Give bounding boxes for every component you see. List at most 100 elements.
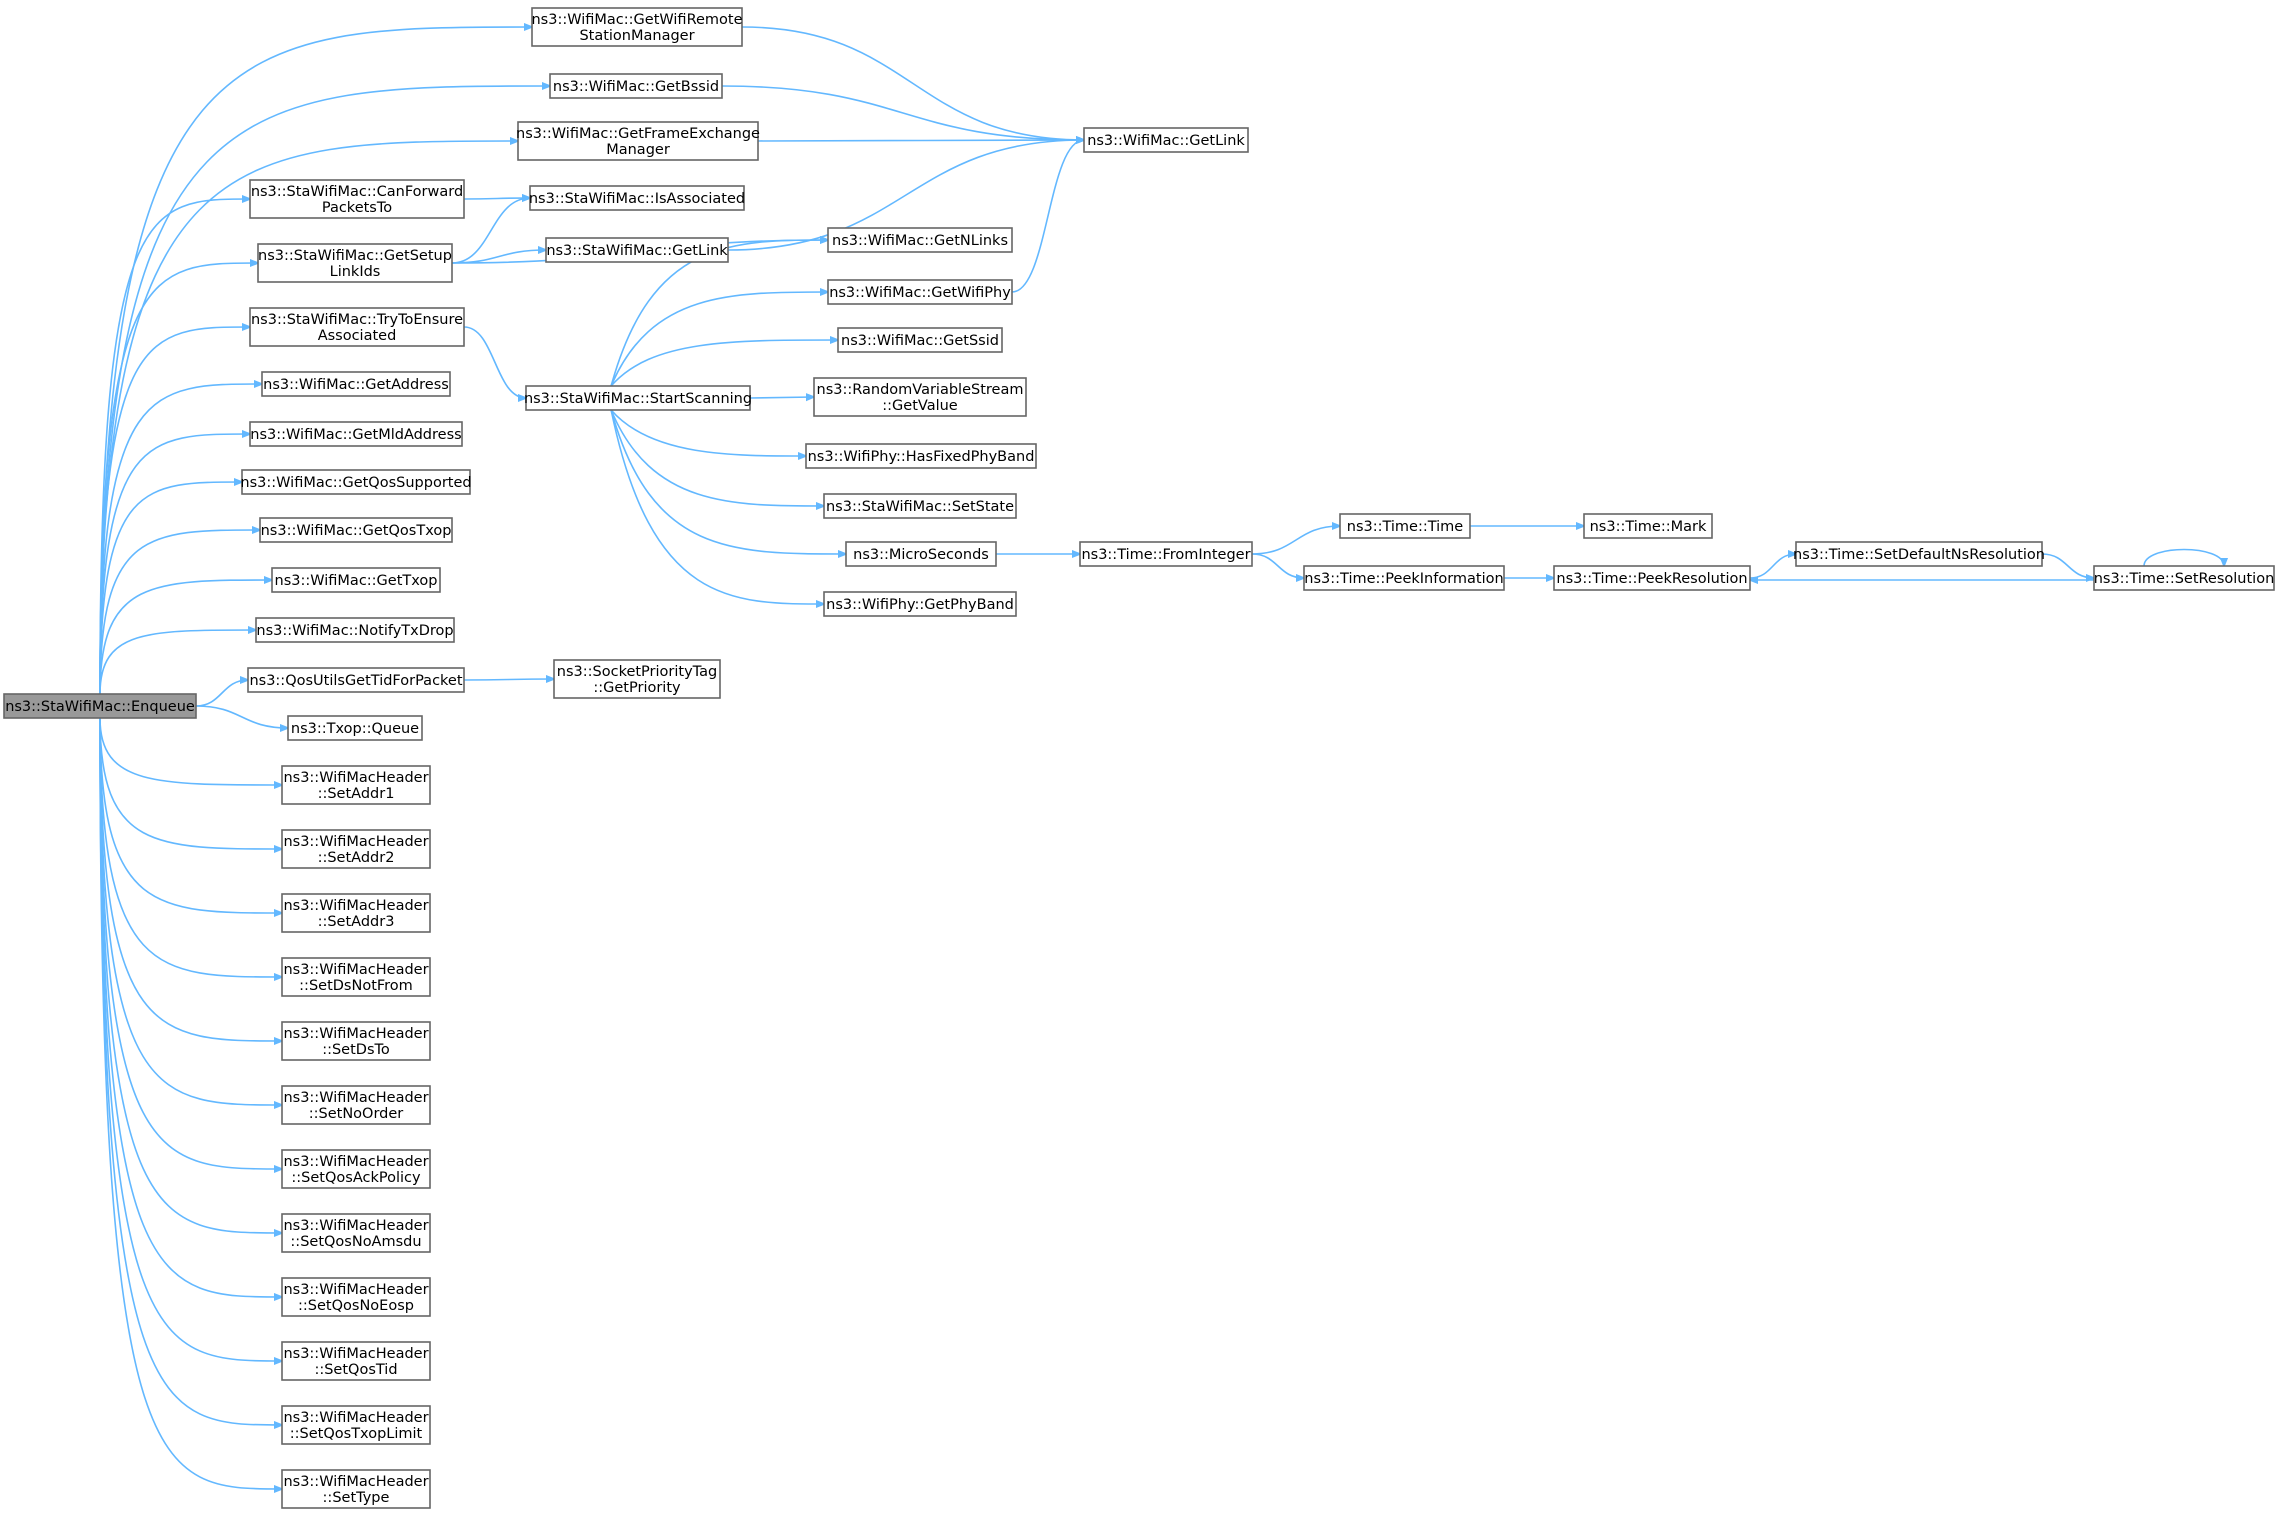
node-set-ds-to[interactable]: ns3::WifiMacHeader::SetDsTo — [281, 1021, 431, 1061]
node-label: ns3::QosUtilsGetTidForPacket — [249, 673, 462, 689]
node-label: ns3::WifiMac::GetAddress — [263, 377, 449, 393]
node-get-address[interactable]: ns3::WifiMac::GetAddress — [261, 371, 451, 397]
node-enqueue[interactable]: ns3::StaWifiMac::Enqueue — [3, 693, 197, 719]
node-get-mld-address[interactable]: ns3::WifiMac::GetMldAddress — [249, 421, 463, 447]
node-label: ns3::StaWifiMac::GetSetup — [258, 248, 452, 264]
node-set-addr1[interactable]: ns3::WifiMacHeader::SetAddr1 — [281, 765, 431, 805]
node-box — [271, 567, 441, 593]
node-label: ns3::WifiMac::GetBssid — [553, 79, 719, 95]
node-box — [255, 617, 455, 643]
node-box — [1339, 513, 1471, 539]
node-set-resolution[interactable]: ns3::Time::SetResolution — [2093, 565, 2275, 591]
node-get-wifi-remote-station-manager[interactable]: ns3::WifiMac::GetWifiRemoteStationManage… — [531, 7, 743, 47]
node-get-qos-txop[interactable]: ns3::WifiMac::GetQosTxop — [259, 517, 453, 543]
node-set-qos-no-amsdu[interactable]: ns3::WifiMacHeader::SetQosNoAmsdu — [281, 1213, 431, 1253]
node-label: ns3::StaWifiMac::SetState — [826, 499, 1014, 515]
node-has-fixed-phy-band[interactable]: ns3::WifiPhy::HasFixedPhyBand — [805, 443, 1037, 469]
node-sta-get-link[interactable]: ns3::StaWifiMac::GetLink — [545, 237, 729, 263]
edge-enqueue-to-get-frame-exchange-manager — [99, 141, 518, 695]
node-get-txop[interactable]: ns3::WifiMac::GetTxop — [271, 567, 441, 593]
node-set-addr3[interactable]: ns3::WifiMacHeader::SetAddr3 — [281, 893, 431, 933]
node-label: Manager — [606, 142, 670, 158]
node-label: ns3::StaWifiMac::CanForward — [251, 184, 463, 200]
edge-set-resolution-to-set-resolution — [2143, 548, 2224, 567]
node-label: ns3::WifiMac::GetMldAddress — [250, 427, 461, 443]
node-set-qos-no-eosp[interactable]: ns3::WifiMacHeader::SetQosNoEosp — [281, 1277, 431, 1317]
node-box — [281, 829, 431, 869]
node-notify-tx-drop[interactable]: ns3::WifiMac::NotifyTxDrop — [255, 617, 455, 643]
node-set-state[interactable]: ns3::StaWifiMac::SetState — [823, 493, 1017, 519]
node-get-bssid[interactable]: ns3::WifiMac::GetBssid — [549, 73, 723, 99]
node-get-ssid[interactable]: ns3::WifiMac::GetSsid — [837, 327, 1003, 353]
node-get-nlinks[interactable]: ns3::WifiMac::GetNLinks — [827, 227, 1013, 253]
edge-start-scanning-to-rvs-get-value — [749, 397, 814, 398]
node-label: ns3::WifiPhy::GetPhyBand — [826, 597, 1014, 613]
node-box — [257, 243, 453, 283]
node-box — [837, 327, 1003, 353]
node-label: ns3::Time::PeekResolution — [1556, 571, 1747, 587]
node-box — [261, 371, 451, 397]
edge-enqueue-to-set-addr2 — [99, 717, 282, 849]
node-box — [247, 667, 465, 693]
node-box — [845, 541, 997, 567]
node-box — [281, 1085, 431, 1125]
node-label: ns3::WifiMacHeader — [283, 1474, 428, 1490]
node-set-qos-tid[interactable]: ns3::WifiMacHeader::SetQosTid — [281, 1341, 431, 1381]
node-qos-utils-get-tid[interactable]: ns3::QosUtilsGetTidForPacket — [247, 667, 465, 693]
node-start-scanning[interactable]: ns3::StaWifiMac::StartScanning — [524, 385, 752, 411]
edge-start-scanning-to-get-ssid — [610, 340, 838, 387]
node-get-qos-supported[interactable]: ns3::WifiMac::GetQosSupported — [240, 469, 472, 495]
edge-get-frame-exchange-manager-to-wifi-mac-get-link — [757, 140, 1084, 141]
edge-get-wifi-remote-station-manager-to-wifi-mac-get-link — [741, 26, 1084, 140]
edge-enqueue-to-try-to-ensure-associated — [99, 327, 250, 695]
node-time-mark[interactable]: ns3::Time::Mark — [1583, 513, 1713, 539]
node-peek-resolution[interactable]: ns3::Time::PeekResolution — [1553, 565, 1751, 591]
edge-enqueue-to-can-forward-packets-to — [99, 199, 250, 695]
node-label: ns3::Time::FromInteger — [1081, 547, 1250, 563]
node-box — [1795, 541, 2043, 567]
node-is-associated[interactable]: ns3::StaWifiMac::IsAssociated — [529, 185, 745, 211]
node-label: ::SetAddr2 — [318, 850, 395, 866]
node-label: ::SetQosNoAmsdu — [290, 1234, 421, 1250]
node-box — [531, 7, 743, 47]
node-get-phy-band[interactable]: ns3::WifiPhy::GetPhyBand — [823, 591, 1017, 617]
node-label: ns3::WifiMacHeader — [283, 834, 428, 850]
node-set-qos-ack-policy[interactable]: ns3::WifiMacHeader::SetQosAckPolicy — [281, 1149, 431, 1189]
edge-enqueue-to-get-bssid — [99, 86, 550, 695]
node-box — [281, 1405, 431, 1445]
node-micro-seconds[interactable]: ns3::MicroSeconds — [845, 541, 997, 567]
node-set-no-order[interactable]: ns3::WifiMacHeader::SetNoOrder — [281, 1085, 431, 1125]
node-label: ns3::StaWifiMac::TryToEnsure — [251, 312, 463, 328]
node-label: ns3::WifiMacHeader — [283, 1218, 428, 1234]
node-set-qos-txop-limit[interactable]: ns3::WifiMacHeader::SetQosTxopLimit — [281, 1405, 431, 1445]
node-set-ds-not-from[interactable]: ns3::WifiMacHeader::SetDsNotFrom — [281, 957, 431, 997]
node-box — [281, 1213, 431, 1253]
node-label: ns3::WifiMacHeader — [283, 1282, 428, 1298]
node-label: ns3::Time::SetDefaultNsResolution — [1793, 547, 2045, 563]
node-rvs-get-value[interactable]: ns3::RandomVariableStream::GetValue — [813, 377, 1027, 417]
node-box — [813, 377, 1027, 417]
node-label: ::SetQosNoEosp — [298, 1298, 414, 1314]
node-peek-information[interactable]: ns3::Time::PeekInformation — [1303, 565, 1505, 591]
node-wifi-mac-get-link[interactable]: ns3::WifiMac::GetLink — [1083, 127, 1249, 153]
node-time-time[interactable]: ns3::Time::Time — [1339, 513, 1471, 539]
node-label: Associated — [318, 328, 397, 344]
node-txop-queue[interactable]: ns3::Txop::Queue — [287, 715, 423, 741]
node-set-addr2[interactable]: ns3::WifiMacHeader::SetAddr2 — [281, 829, 431, 869]
node-box — [549, 73, 723, 99]
node-set-default-ns-resolution[interactable]: ns3::Time::SetDefaultNsResolution — [1793, 541, 2045, 567]
node-get-wifi-phy[interactable]: ns3::WifiMac::GetWifiPhy — [827, 279, 1013, 305]
node-get-priority[interactable]: ns3::SocketPriorityTag::GetPriority — [553, 659, 721, 699]
node-set-type[interactable]: ns3::WifiMacHeader::SetType — [281, 1469, 431, 1509]
edge-get-wifi-phy-to-wifi-mac-get-link — [1011, 140, 1084, 293]
nodes-layer: ns3::StaWifiMac::Enqueue ns3::WifiMac::Ge… — [3, 7, 2275, 1509]
node-label: ns3::WifiMac::GetFrameExchange — [516, 126, 760, 142]
node-label: ns3::MicroSeconds — [853, 547, 989, 563]
node-from-integer[interactable]: ns3::Time::FromInteger — [1079, 541, 1253, 567]
edge-can-forward-packets-to-to-is-associated — [463, 198, 530, 199]
edge-enqueue-to-set-no-order — [99, 717, 282, 1105]
